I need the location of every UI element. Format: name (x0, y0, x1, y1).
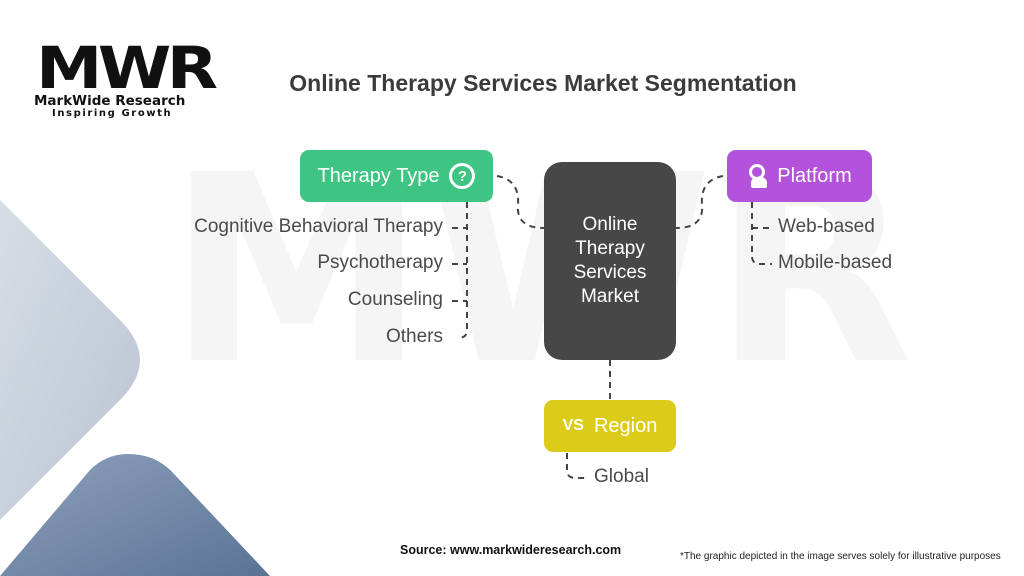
source-text: Source: www.markwideresearch.com (400, 543, 622, 557)
center-node: Online Therapy Services Market (544, 162, 676, 360)
head-search-icon (747, 164, 768, 188)
logo-mark: MWR (36, 34, 218, 102)
list-item: Psychotherapy (317, 252, 443, 273)
segment-therapy-type: Therapy Type ? (300, 150, 493, 202)
page-title: Online Therapy Services Market Segmentat… (289, 70, 797, 96)
disclaimer-text: *The graphic depicted in the image serve… (680, 551, 1001, 562)
connectors (452, 175, 772, 479)
head-question-icon: ? (449, 163, 476, 189)
segment-region: VS Region (544, 400, 676, 452)
list-item: Cognitive Behavioral Therapy (194, 216, 443, 237)
brand-name: MarkWide Research (34, 93, 186, 109)
segment-platform: Platform (727, 150, 872, 202)
list-item: Others (385, 326, 443, 347)
list-item: Mobile-based (778, 252, 893, 273)
list-item: Web-based (778, 216, 875, 237)
segment-label: Platform (777, 164, 852, 187)
center-line: Online (582, 214, 638, 235)
center-line: Market (580, 286, 640, 307)
brand-tagline: Inspiring Growth (52, 108, 173, 119)
center-line: Services (573, 262, 647, 283)
center-line: Therapy (575, 238, 645, 259)
segment-label: Therapy Type (317, 164, 440, 187)
segment-label: Region (593, 414, 658, 437)
list-item: Counseling (347, 289, 443, 310)
vs-icon: VS (562, 417, 584, 434)
list-item: Global (594, 466, 649, 487)
